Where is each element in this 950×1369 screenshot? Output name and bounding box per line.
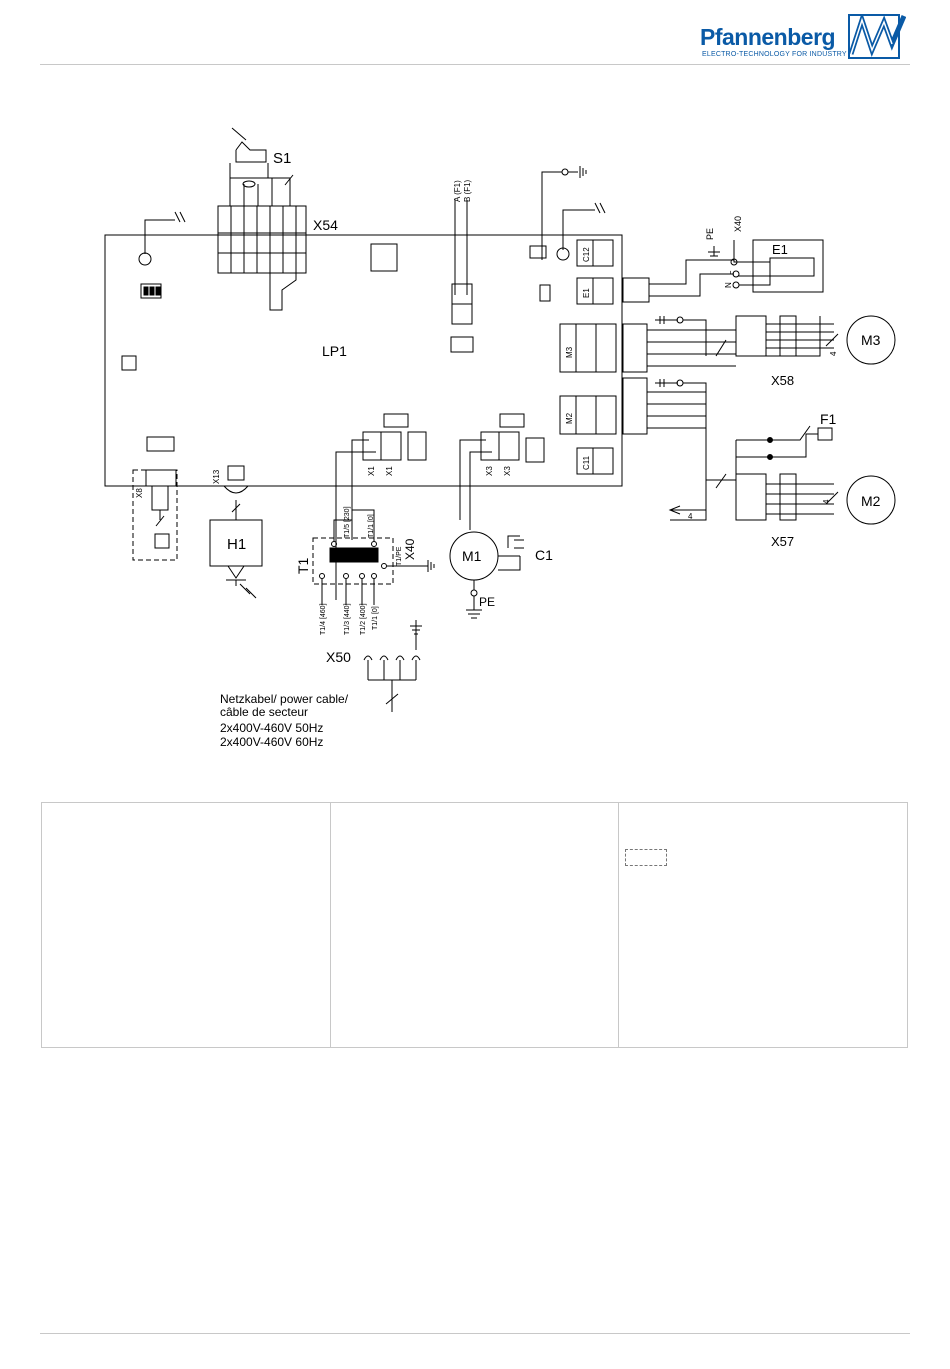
board-slot-3 (499, 413, 525, 428)
label-t1-1b: T1/1 [0] (372, 606, 379, 630)
transformer-t1 (312, 509, 435, 605)
board-lp1 (104, 234, 623, 487)
label-lp1: LP1 (322, 343, 347, 359)
label-x40-mid: X40 (403, 538, 417, 560)
terminal-x54 (217, 205, 307, 311)
power-cable-line3: 2x400V-460V 50Hz (220, 721, 323, 735)
label-f1: F1 (820, 411, 837, 427)
power-cable-line4: 2x400V-460V 60Hz (220, 735, 323, 749)
label-c1: C1 (535, 547, 553, 563)
label-h1: H1 (227, 536, 246, 553)
ground-stud-left (138, 252, 152, 266)
label-c12: C12 (582, 247, 591, 262)
connector-x13 (223, 465, 249, 520)
legend-table (41, 802, 908, 1048)
ground-top-right (541, 166, 587, 260)
power-cable-line1: Netzkabel/ power cable/ (220, 692, 349, 706)
board-slot-4 (146, 436, 175, 452)
label-x1-b: X1 (385, 466, 394, 476)
fuse-f1-leads (451, 200, 473, 325)
motor-m1 (449, 531, 524, 619)
label-t1-2: T1/2 [400] (360, 603, 367, 635)
heater-e1-leads (649, 259, 770, 297)
label-x13: X13 (212, 469, 221, 484)
heater-e1-box (752, 239, 824, 293)
dip-switch (140, 283, 162, 299)
legend-column-3 (619, 803, 907, 1047)
board-connectors-right (539, 239, 617, 475)
label-x50: X50 (326, 649, 351, 665)
label-four-a: 4 (829, 351, 838, 356)
label-x57: X57 (771, 534, 794, 549)
wiring-diagram: LP1 S1 X54 (104, 127, 896, 749)
label-e1-conn: E1 (582, 288, 591, 298)
brand-mark-icon (848, 14, 906, 59)
label-f1-a: A (F1) (453, 180, 462, 202)
board-chip (370, 243, 398, 272)
label-m3-conn: M3 (565, 346, 574, 358)
power-cable-line2: câble de secteur (220, 705, 308, 719)
label-pe-m1: PE (479, 595, 495, 609)
label-n: N (724, 282, 733, 288)
label-t1-5: T1/5 [230] (344, 506, 351, 538)
header-rule (40, 64, 910, 65)
lamp-h1 (209, 519, 263, 599)
legend-column-1 (42, 803, 331, 1047)
switch-s1 (229, 127, 294, 206)
label-pe-top: PE (705, 228, 715, 240)
footer-rule (40, 1333, 910, 1334)
ground-left-top (144, 211, 186, 254)
ground-stud-right (556, 247, 570, 261)
brand-name: Pfannenberg (700, 24, 836, 50)
terminal-x50 (363, 620, 422, 712)
wiring-m3 (647, 315, 839, 367)
pfannenberg-logo: Pfannenberg ELECTRO-TECHNOLOGY FOR INDUS… (700, 14, 915, 60)
label-x58: X58 (771, 373, 794, 388)
motor-m3 (846, 315, 896, 365)
label-t1: T1 (295, 557, 311, 574)
label-c11: C11 (582, 455, 591, 470)
connector-x8 (132, 469, 178, 561)
label-x1-a: X1 (367, 466, 376, 476)
dashed-line-sample (625, 849, 668, 866)
label-m2-conn: M2 (565, 412, 574, 424)
board-slot-2 (383, 413, 409, 428)
label-x3-b: X3 (503, 466, 512, 476)
brand-tagline: ELECTRO-TECHNOLOGY FOR INDUSTRY (702, 51, 847, 58)
label-t1-1a: T1/1 [0] (368, 514, 375, 538)
label-m1: M1 (462, 548, 482, 564)
label-four-c: 4 (822, 499, 831, 504)
label-e1: E1 (772, 242, 788, 257)
label-t1-3: T1/3 [440] (344, 603, 351, 635)
label-x54: X54 (313, 217, 338, 233)
label-four-b: 4 (688, 512, 693, 521)
label-m3: M3 (861, 332, 881, 348)
fan-symbol (121, 355, 137, 371)
label-x40-top: X40 (733, 216, 743, 232)
motor-m2 (846, 475, 896, 525)
wiring-m2 (647, 379, 839, 521)
connector-x3 (459, 431, 545, 530)
label-x8: X8 (135, 488, 144, 498)
label-t1-pe: T1/PE (396, 546, 403, 566)
label-x3-a: X3 (485, 466, 494, 476)
label-m2: M2 (861, 493, 881, 509)
plugs-right (622, 277, 650, 435)
label-s1: S1 (273, 150, 291, 167)
board-slot-1 (450, 336, 474, 353)
legend-column-2 (331, 803, 620, 1047)
label-l: L (724, 270, 733, 275)
label-f1-b: B (F1) (463, 179, 472, 202)
label-t1-4: T1/4 [460] (320, 603, 327, 635)
